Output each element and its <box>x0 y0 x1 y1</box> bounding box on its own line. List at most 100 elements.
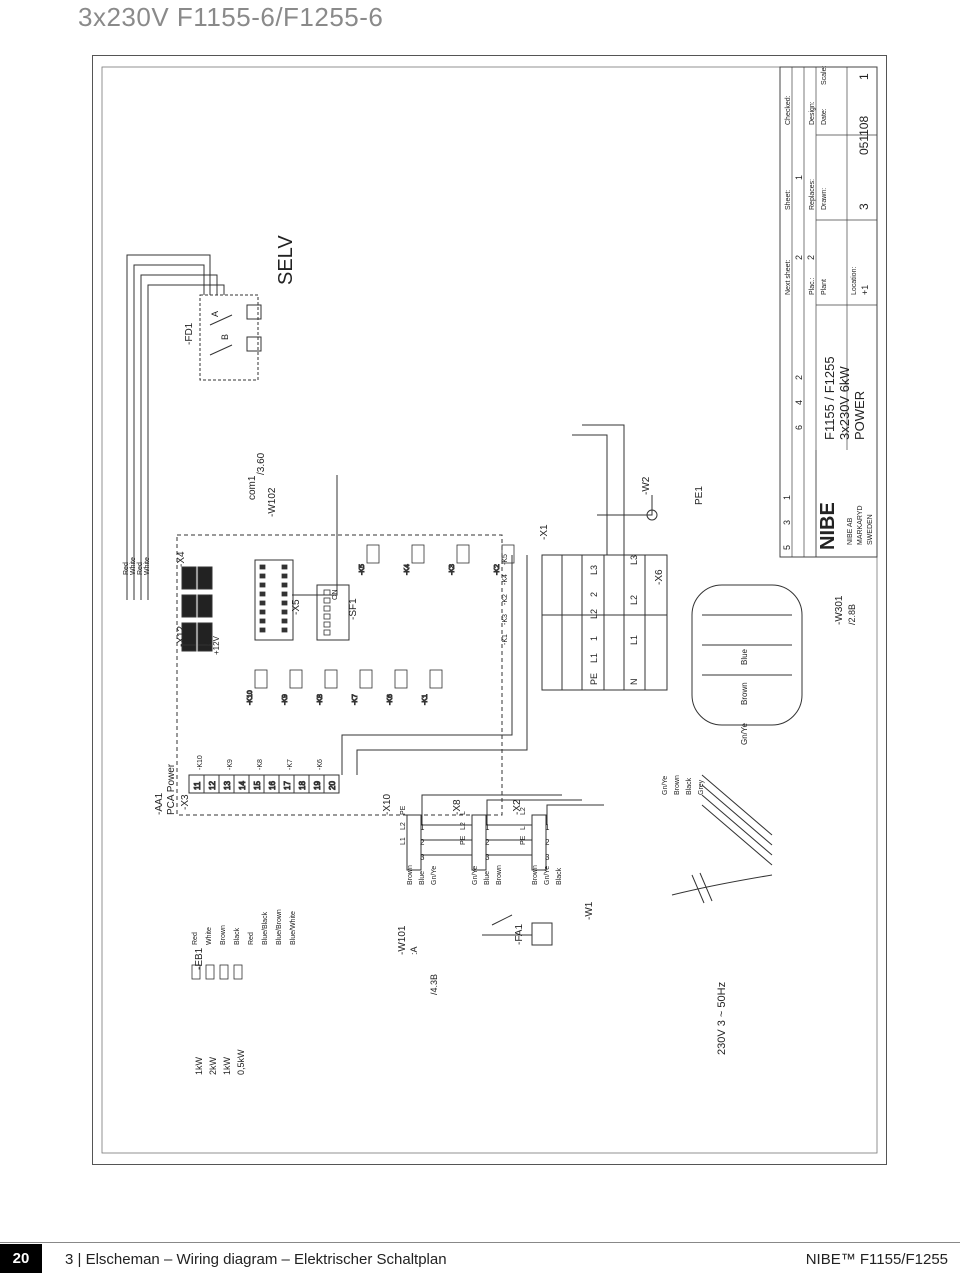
wire-color-label: Black <box>556 867 563 885</box>
diagram-label: A <box>210 311 220 317</box>
footer-rule <box>0 1242 960 1243</box>
diagram-label: Next sheet: <box>785 260 792 295</box>
diagram-label: -W1 <box>584 901 595 920</box>
diagram-label: 051108 <box>857 116 871 155</box>
wire-color-label: Red <box>248 932 255 945</box>
relay-contact-label: -K2 <box>502 594 509 605</box>
terminal-number: 1 <box>420 823 425 832</box>
terminal-number: 3 <box>202 624 213 630</box>
terminal-number: 14 <box>238 781 247 790</box>
terminal-label: L1 <box>629 635 639 645</box>
wire-color-label: Blue <box>419 871 426 885</box>
wire-color-label: Gn/Ye <box>472 866 479 885</box>
revision-number: 3 <box>782 520 792 525</box>
diagram-label: Replaces: <box>809 179 816 210</box>
wire-color-label: White <box>130 557 137 575</box>
terminal-label: 1 <box>589 636 599 641</box>
terminal-number: 16 <box>268 781 277 790</box>
wiring-diagram: ABCDEF ABCDEF 12345678 12345678 <box>92 55 887 1165</box>
diagram-label: -W101 <box>397 925 408 955</box>
relay-label: -K9 <box>282 694 289 705</box>
wire-color-label: Black <box>686 777 693 795</box>
revision-number: 4 <box>794 400 804 405</box>
heater-element <box>219 964 229 980</box>
terminal-number: 2 <box>485 838 490 847</box>
relay-coil <box>359 669 373 689</box>
diagram-label: Checked: <box>785 95 792 125</box>
diagram-label: 3 <box>857 203 871 210</box>
diagram-label: Location: <box>851 267 858 295</box>
relay-contact-label: -K8 <box>257 759 264 770</box>
wire-color-label: Brown <box>674 775 681 795</box>
terminal-number: 13 <box>223 781 232 790</box>
terminal-label: PE <box>589 673 599 685</box>
diagram-label: -X6 <box>654 569 665 585</box>
page-title: 3x230V F1155-6/F1255-6 <box>78 2 384 32</box>
diagram-label: -FD1 <box>184 322 195 345</box>
terminal-label: 2 <box>589 592 599 597</box>
diagram-label: -X8 <box>452 799 463 815</box>
diagram-label: -X1 <box>539 524 550 540</box>
relay-coil <box>394 669 408 689</box>
diagram-label: -FA1 <box>514 923 525 945</box>
diagram-label: -X10 <box>382 793 393 815</box>
company-logo: NIBE <box>817 502 839 550</box>
heater-element <box>233 964 243 980</box>
heater-element <box>205 964 215 980</box>
diagram-label: :A <box>409 946 419 955</box>
diagram-label: -AA1 <box>154 792 165 815</box>
relay-label: -K1 <box>422 694 429 705</box>
connector-pin <box>281 564 288 570</box>
connector-pin <box>259 600 266 606</box>
product-name: POWER <box>852 391 867 440</box>
relay-contact-label: -K7 <box>287 759 294 770</box>
terminal-number: 3 <box>485 853 490 862</box>
terminal-number: 17 <box>283 781 292 790</box>
relay-contact-label: -K5 <box>502 554 509 565</box>
terminal-number: 1 <box>545 823 550 832</box>
connector-pin <box>259 609 266 615</box>
diagram-label: -X12 <box>176 625 187 647</box>
diagram-label: /3.60 <box>256 452 267 475</box>
relay-coil <box>289 669 303 689</box>
terminal-number: 20 <box>328 781 337 790</box>
terminal-label: L2 <box>589 609 599 619</box>
terminal-number: 11 <box>193 781 202 790</box>
product-name: 3x230V 6kW <box>837 366 852 440</box>
relay-label: -K7 <box>352 694 359 705</box>
diagram-label: /4.3B <box>429 974 439 995</box>
revision-number: 1 <box>782 495 792 500</box>
diagram-label: /2.8B <box>847 604 857 625</box>
wire-color-label: Brown <box>740 682 749 705</box>
terminal-label: L <box>520 826 527 830</box>
dip-switch <box>323 597 331 604</box>
diagram-label: -X3 <box>180 794 191 810</box>
wire-color-label: Brown <box>220 925 227 945</box>
relay-coil <box>429 669 443 689</box>
wire-color-label: Blue/Brown <box>276 909 283 945</box>
relay-label: -K5 <box>359 564 366 575</box>
wire-color-label: Gn/Ye <box>431 866 438 885</box>
wire-color-label: Gn/Ye <box>662 776 669 795</box>
diagram-label: 230V 3 ~ 50Hz <box>716 982 728 1055</box>
wire-color-label: Red <box>192 932 199 945</box>
diagram-label: +12V <box>212 635 221 655</box>
dip-switch <box>323 605 331 612</box>
relay-label: -K8 <box>317 694 324 705</box>
terminal-number: 1 <box>485 823 490 832</box>
terminal-label: L3 <box>629 555 639 565</box>
terminal-number: 3 <box>545 853 550 862</box>
heater-power-label: 1kW <box>222 1056 232 1075</box>
relay-contact-label: -K9 <box>227 759 234 770</box>
wire-color-label: Red <box>137 562 144 575</box>
heater-power-label: 0,5kW <box>236 1049 246 1075</box>
relay-label: -K6 <box>387 694 394 705</box>
diagram-label: -X2 <box>512 799 523 815</box>
diagram-label: -X5 <box>291 599 302 615</box>
connector-pin <box>281 627 288 633</box>
x3-terminal <box>323 774 340 794</box>
revision-number: 2 <box>794 375 804 380</box>
diagram-label: Scale: <box>821 65 828 85</box>
connector-pin <box>281 591 288 597</box>
diagram-label: Date: <box>821 108 828 125</box>
